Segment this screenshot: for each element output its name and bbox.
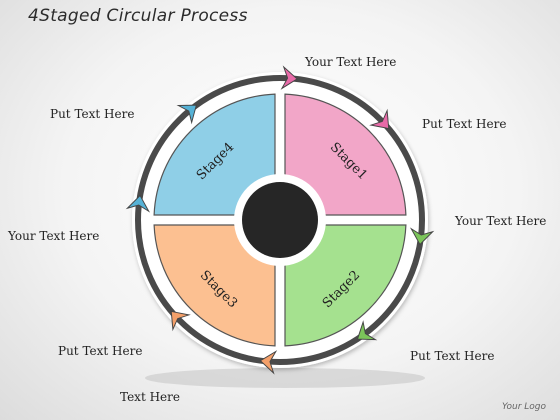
- arrow-lower-left-icon: [170, 310, 191, 332]
- stage-quadrants: [153, 93, 407, 347]
- stage2-quadrant[interactable]: [284, 224, 407, 347]
- label-upper-right: Put Text Here: [422, 117, 507, 131]
- stage3-quadrant[interactable]: [153, 224, 276, 347]
- stage1-quadrant[interactable]: [284, 93, 407, 216]
- arrow-bottom-icon: [259, 350, 278, 375]
- arrow-top-icon: [280, 65, 298, 90]
- stage4-quadrant[interactable]: [153, 93, 276, 216]
- label-upper-left: Put Text Here: [50, 107, 135, 121]
- ring-arrows: [125, 65, 435, 375]
- page-title: 4Staged Circular Process: [28, 6, 248, 26]
- label-left: Your Text Here: [8, 229, 100, 243]
- arrow-upper-left-icon: [176, 104, 197, 125]
- label-lower-left: Put Text Here: [58, 344, 143, 358]
- label-lower-right: Put Text Here: [410, 349, 495, 363]
- label-right: Your Text Here: [455, 214, 547, 228]
- label-top: Your Text Here: [305, 55, 397, 69]
- arrow-right-icon: [409, 227, 435, 246]
- process-ring: [135, 75, 425, 365]
- logo-text: Your Logo: [501, 402, 546, 412]
- arrow-lower-right-icon: [356, 320, 378, 341]
- arrow-left-icon: [125, 194, 151, 213]
- diagram-shadow: [145, 368, 425, 388]
- center-circle: [242, 182, 318, 258]
- arrow-upper-right-icon: [369, 108, 390, 130]
- label-bottom: Text Here: [120, 390, 180, 404]
